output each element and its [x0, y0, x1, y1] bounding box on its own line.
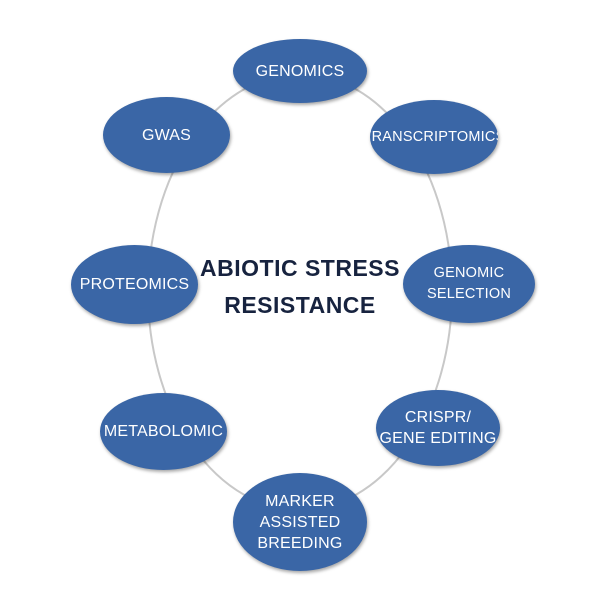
node-genomics: GENOMICS: [233, 39, 367, 103]
node-proteomics: PROTEOMICS: [71, 245, 198, 324]
node-marker-assisted-breeding: MARKER ASSISTED BREEDING: [233, 473, 367, 571]
node-crispr-gene-editing: CRISPR/ GENE EDITING: [376, 390, 500, 466]
node-genomics-label: GENOMICS: [255, 62, 345, 80]
node-marker-assisted-label: MARKER ASSISTED BREEDING: [257, 492, 343, 552]
node-genomic-selection: GENOMIC SELECTION: [403, 245, 535, 323]
node-crispr-label: CRISPR/ GENE EDITING: [379, 409, 497, 447]
center-title: ABIOTIC STRESS RESISTANCE: [200, 255, 400, 318]
node-gwas-label: GWAS: [141, 126, 192, 144]
node-transcriptomics-label: TRANSCRIPTOMICS: [370, 128, 498, 145]
node-transcriptomics: TRANSCRIPTOMICS: [370, 100, 498, 174]
node-genomic-selection-label: GENOMIC SELECTION: [427, 265, 511, 302]
node-proteomics-label: PROTEOMICS: [79, 276, 190, 293]
node-metabolomics: METABOLOMIC: [100, 393, 227, 470]
node-metabolomics-label: METABOLOMIC: [103, 423, 224, 440]
node-gwas: GWAS: [103, 97, 230, 173]
